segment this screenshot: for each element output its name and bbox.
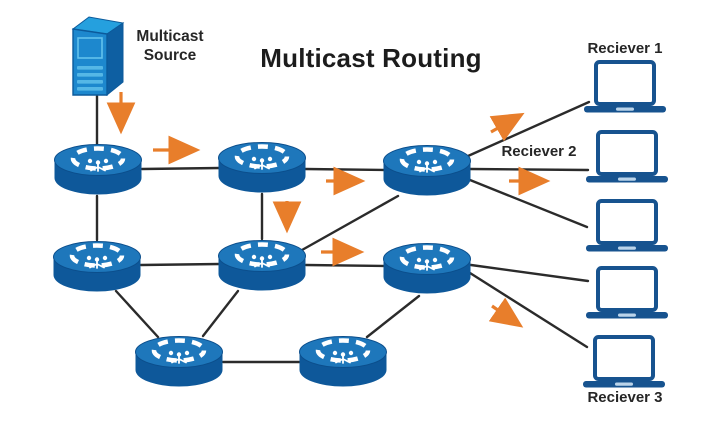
router-icon [218, 240, 306, 291]
router-node-2 [218, 138, 306, 199]
receiver-laptop-5 [582, 335, 666, 394]
receiver-laptop-4 [585, 266, 669, 325]
laptop-icon [586, 266, 668, 319]
laptop-icon [584, 60, 666, 113]
router-icon [54, 144, 142, 195]
router-icon [135, 336, 223, 387]
receiver-1-label: Reciever 1 [587, 40, 663, 57]
router-node-1 [54, 140, 142, 201]
router-icon [383, 243, 471, 294]
multicast-source-label: Multicast Source [136, 28, 204, 65]
server-icon [71, 16, 125, 97]
receiver-laptop-1 [583, 60, 667, 119]
router-icon [383, 145, 471, 196]
router-node-7 [135, 332, 223, 393]
router-node-4 [53, 237, 141, 298]
router-node-8 [299, 332, 387, 393]
receiver-laptop-2 [585, 130, 669, 189]
laptop-icon [586, 199, 668, 252]
router-icon [218, 142, 306, 193]
receiver-3-label: Reciever 3 [587, 389, 663, 406]
laptop-icon [586, 130, 668, 183]
diagram-title: Multicast Routing [260, 43, 482, 73]
multicast-source-node [67, 14, 129, 103]
router-icon [53, 241, 141, 292]
receiver-laptop-3 [585, 199, 669, 258]
receiver-2-label: Reciever 2 [501, 143, 577, 160]
router-node-3 [383, 141, 471, 202]
router-node-6 [383, 239, 471, 300]
router-icon [299, 336, 387, 387]
laptop-icon [583, 335, 665, 388]
multicast-flow-arrows [106, 92, 551, 328]
router-node-5 [218, 236, 306, 297]
